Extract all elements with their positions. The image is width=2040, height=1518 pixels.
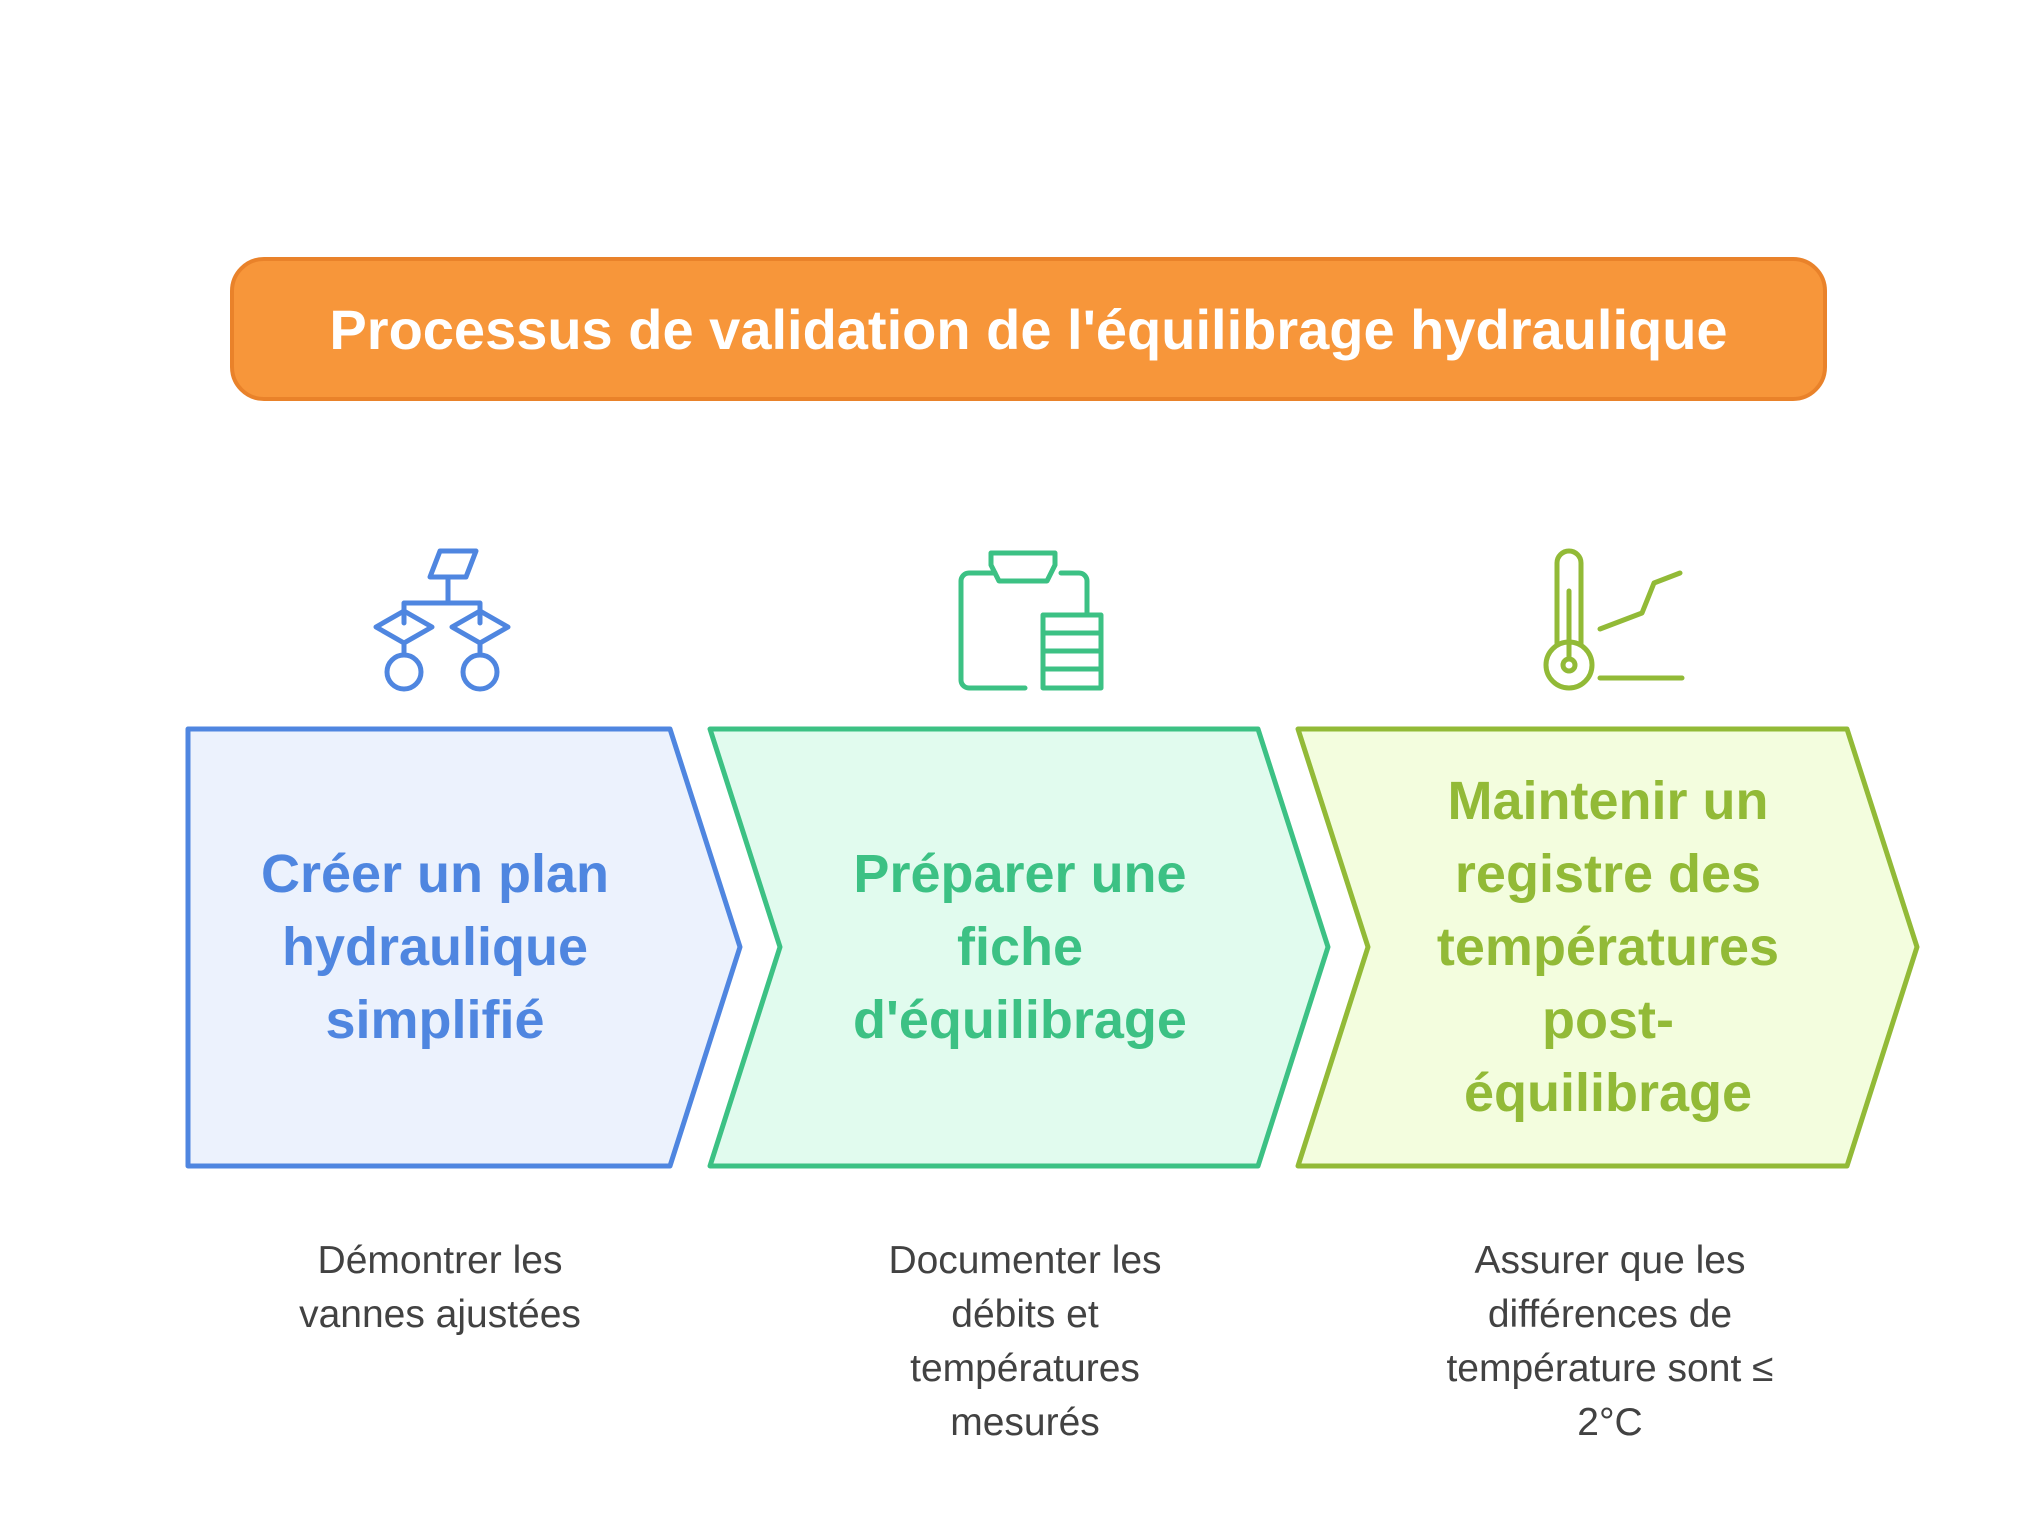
title-banner: Processus de validation de l'équilibrage… (230, 257, 1827, 401)
step-3-description: Assurer que les différences de températu… (1446, 1239, 1774, 1444)
step-3-chevron (1295, 726, 1920, 1169)
step-1-description: Démontrer les vannes ajustées (299, 1239, 581, 1336)
step-2-description: Documenter les débits et températures me… (888, 1239, 1162, 1444)
flowchart-icon (373, 548, 511, 692)
clipboard-table-icon (958, 550, 1104, 691)
step-1-chevron (185, 726, 743, 1169)
step-3-label: Maintenir un registre des températures p… (1436, 771, 1780, 1123)
step-2-chevron (707, 726, 1331, 1169)
thermometer-chart-icon (1543, 548, 1685, 691)
step-2-label: Préparer une fiche d'équilibrage (853, 844, 1187, 1050)
step-1-label: Créer un plan hydraulique simplifié (260, 844, 610, 1050)
page-title: Processus de validation de l'équilibrage… (329, 297, 1728, 361)
